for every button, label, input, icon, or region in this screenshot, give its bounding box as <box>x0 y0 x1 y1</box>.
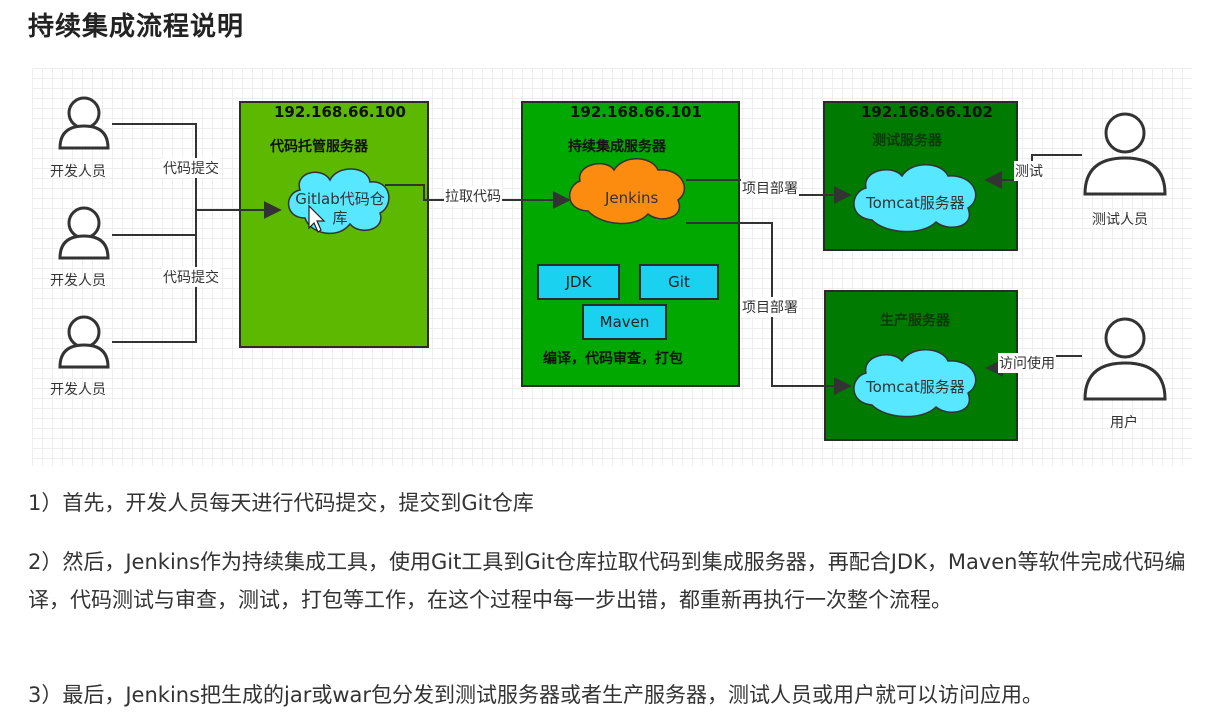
jenkins-cloud-label: Jenkins <box>605 189 659 207</box>
tomcat-prod-cloud-icon <box>853 349 977 418</box>
user-icon <box>1083 317 1167 401</box>
step-3-paragraph: 3）最后，Jenkins把生成的jar或war包分发到测试服务器或者生产服务器，… <box>28 683 1044 707</box>
test-label: 测试 <box>1014 161 1044 181</box>
ci-server-ip: 192.168.66.101 <box>570 103 702 121</box>
ci-server-name: 持续集成服务器 <box>568 139 666 155</box>
test-server-ip: 192.168.66.102 <box>861 103 993 121</box>
maven-tool: Maven <box>582 304 667 340</box>
developer-label: 开发人员 <box>50 382 106 398</box>
commit-connector <box>112 123 282 343</box>
prod-server-name: 生产服务器 <box>880 313 950 329</box>
pull-label: 拉取代码 <box>444 186 502 206</box>
developer-label: 开发人员 <box>50 164 106 180</box>
commit-label: 代码提交 <box>162 158 220 178</box>
commit-label: 代码提交 <box>162 267 220 287</box>
developer-icon <box>58 315 110 369</box>
test-server-name: 测试服务器 <box>872 133 942 149</box>
tomcat-test-label: Tomcat服务器 <box>866 194 965 212</box>
gitlab-cloud-text: Gitlab代码仓库 <box>295 190 385 227</box>
visit-label: 访问使用 <box>998 353 1056 373</box>
tomcat-prod-label: Tomcat服务器 <box>866 378 965 396</box>
developer-icon <box>58 96 110 150</box>
diagram-graphics <box>58 96 1167 418</box>
mouse-cursor-icon <box>308 204 326 233</box>
git-server-name: 代码托管服务器 <box>270 139 368 155</box>
ci-caption: 编译，代码审查，打包 <box>543 351 683 367</box>
jdk-tool: JDK <box>537 264 620 300</box>
user-label: 用户 <box>1110 415 1138 431</box>
deploy-label: 项目部署 <box>741 178 799 198</box>
deploy-label: 项目部署 <box>741 297 799 317</box>
ci-flow-diagram: 192.168.66.100 代码托管服务器 Gitlab代码仓库 192.16… <box>32 68 1192 466</box>
tomcat-test-cloud-icon <box>853 164 977 233</box>
tester-icon <box>1083 112 1167 196</box>
step-2-paragraph: 2）然后，Jenkins作为持续集成工具，使用Git工具到Git仓库拉取代码到集… <box>28 550 1186 612</box>
tester-label: 测试人员 <box>1092 212 1148 228</box>
developer-label: 开发人员 <box>50 273 106 289</box>
git-tool: Git <box>639 264 719 300</box>
gitlab-cloud-label: Gitlab代码仓库 <box>294 190 386 228</box>
git-server-ip: 192.168.66.100 <box>274 103 406 121</box>
page-title: 持续集成流程说明 <box>28 12 245 42</box>
developer-icon <box>58 206 110 260</box>
step-1-paragraph: 1）首先，开发人员每天进行代码提交，提交到Git仓库 <box>28 491 534 515</box>
jenkins-cloud-icon <box>569 158 686 225</box>
